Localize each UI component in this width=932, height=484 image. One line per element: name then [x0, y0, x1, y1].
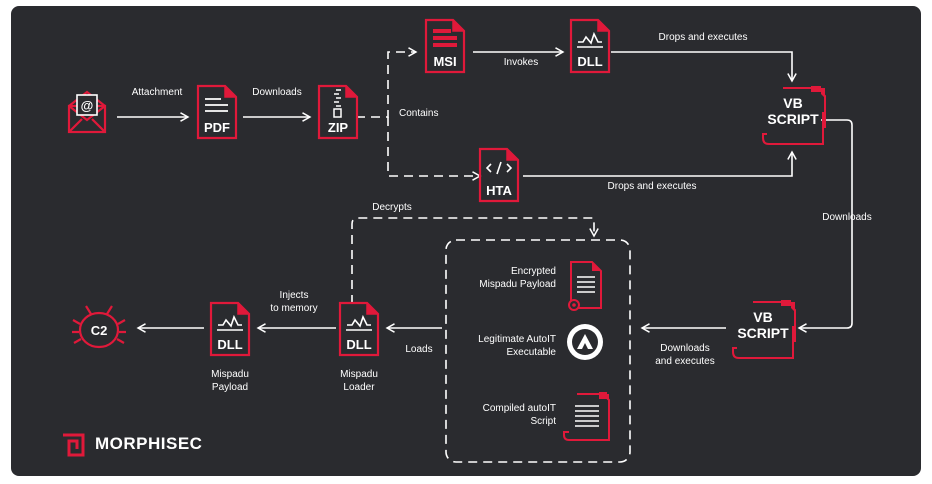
edge-label-invokes: Invokes [503, 57, 539, 68]
compiled-script-icon [563, 392, 610, 441]
edge-label-downloads-executes-1: Downloads [660, 343, 710, 354]
caption-loader-1: Mispadu [340, 369, 378, 380]
arrow-loader-decrypts [351, 217, 599, 304]
bundle-autoit-line-1: Legitimate AutoIT [478, 334, 556, 345]
arrow-hta-to-vbs-top [523, 150, 797, 177]
vb-script-bottom-label-1: VB [753, 309, 772, 325]
c2-bug-icon: C2 [72, 305, 126, 349]
pdf-icon: PDF [196, 84, 238, 140]
bundle-compiled-line-2: Script [530, 416, 556, 427]
diagram-panel: @ PDF ZIP [11, 6, 921, 476]
vb-script-bottom-icon: VB SCRIPT [732, 300, 796, 359]
mispadu-loader-icon: DLL [338, 301, 380, 357]
bundle-autoit-line-2: Executable [506, 347, 556, 358]
morphisec-logo: MORPHISEC [61, 431, 202, 457]
edge-label-drops-executes-hta: Drops and executes [607, 181, 697, 192]
msi-icon: MSI [424, 18, 466, 74]
zip-label: ZIP [328, 120, 349, 135]
mispadu-loader-label: DLL [346, 337, 371, 352]
flow-diagram: @ PDF ZIP [67, 18, 853, 463]
edge-label-attachment: Attachment [131, 87, 183, 98]
msi-label: MSI [433, 54, 456, 69]
edge-label-downloads-executes-2: and executes [655, 356, 715, 367]
bundle-box [445, 239, 631, 463]
bundle-encrypted-line-1: Encrypted [510, 266, 556, 277]
vb-script-top-label-1: VB [783, 95, 802, 111]
c2-label: C2 [91, 323, 108, 338]
autoit-icon [567, 324, 603, 360]
arrow-zip-to-msi [356, 47, 418, 118]
edge-label-downloads-vbs: Downloads [822, 212, 872, 223]
vb-script-bottom-label-2: SCRIPT [737, 325, 789, 341]
edge-label-decrypts: Decrypts [372, 202, 412, 213]
morphisec-logo-mark [63, 433, 85, 457]
caption-payload-2: Payload [211, 382, 249, 393]
email-at-sign: @ [81, 98, 94, 113]
encrypted-payload-icon [568, 261, 602, 311]
edge-label-injects-1: Injects [279, 290, 309, 301]
edge-label-contains: Contains [399, 108, 439, 119]
hta-label: HTA [486, 183, 512, 198]
edge-label-loads: Loads [405, 344, 433, 355]
vb-script-top-icon: VB SCRIPT [762, 86, 826, 145]
edge-label-injects-2: to memory [270, 303, 318, 314]
arrow-zip-to-hta [387, 117, 482, 181]
morphisec-logo-text: MORPHISEC [95, 434, 203, 453]
zip-icon: ZIP [317, 84, 359, 140]
bundle-encrypted-line-2: Mispadu Payload [479, 279, 556, 290]
edge-label-drops-executes-dll: Drops and executes [658, 32, 748, 43]
bundle-compiled-line-1: Compiled autoIT [482, 403, 556, 414]
arrow-vbs-top-to-vbs-bottom [797, 119, 853, 333]
caption-loader-2: Loader [343, 382, 375, 393]
caption-payload-1: Mispadu [211, 369, 249, 380]
arrow-dll-to-vbs-top [611, 51, 797, 83]
edge-label-downloads-pdf: Downloads [252, 87, 302, 98]
pdf-label: PDF [204, 120, 230, 135]
mispadu-payload-label: DLL [217, 337, 242, 352]
hta-icon: HTA [478, 147, 520, 203]
vb-script-top-label-2: SCRIPT [767, 111, 819, 127]
dll-top-label: DLL [577, 54, 602, 69]
email-icon: @ [67, 90, 107, 134]
mispadu-payload-icon: DLL [209, 301, 251, 357]
dll-top-icon: DLL [569, 18, 611, 74]
